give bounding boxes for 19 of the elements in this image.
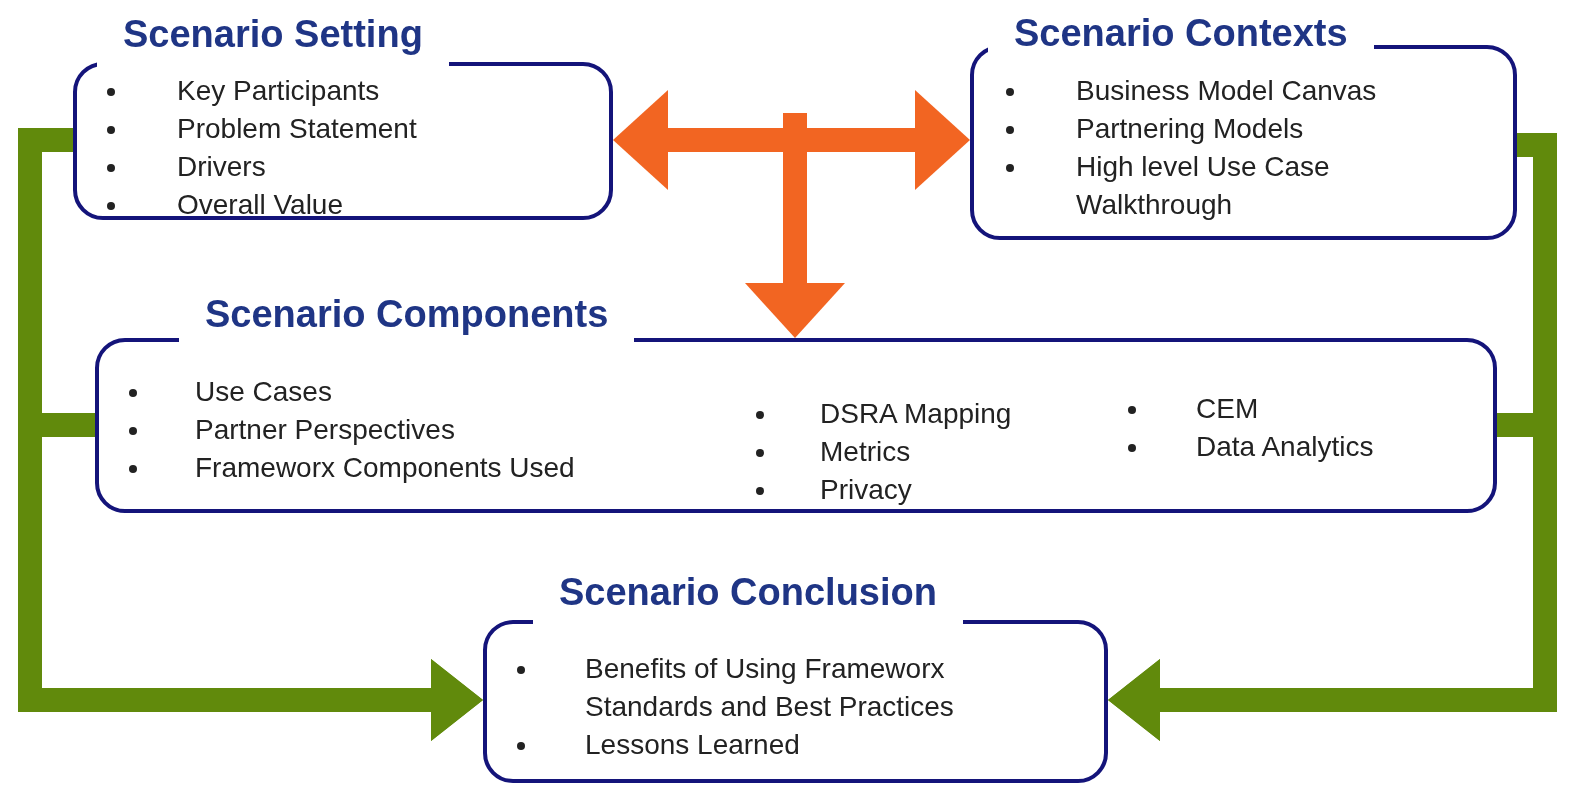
arrow (745, 113, 845, 338)
arrow (613, 90, 970, 190)
list-text: High level Use Case Walkthrough (1076, 151, 1330, 220)
list-text: CEM (1196, 393, 1259, 424)
list-text: Business Model Canvas (1076, 75, 1377, 106)
list-text: Drivers (177, 151, 266, 182)
list-text: Lessons Learned (585, 729, 800, 760)
list-text: Data Analytics (1196, 431, 1374, 462)
list-text: DSRA Mapping (820, 398, 1012, 429)
list-text: Metrics (820, 436, 911, 467)
list-text: Privacy (820, 474, 912, 505)
list-text: Frameworx Components Used (195, 452, 575, 483)
list-text: Benefits of Using Frameworx Standards and Best Practices (585, 653, 954, 722)
list-text: Key Participants (177, 75, 380, 106)
list-text: Use Cases (195, 376, 332, 407)
list-text: Partner Perspectives (195, 414, 455, 445)
list-text: Problem Statement (177, 113, 417, 144)
list-text: Partnering Models (1076, 113, 1304, 144)
list-text: Overall Value (177, 189, 343, 220)
